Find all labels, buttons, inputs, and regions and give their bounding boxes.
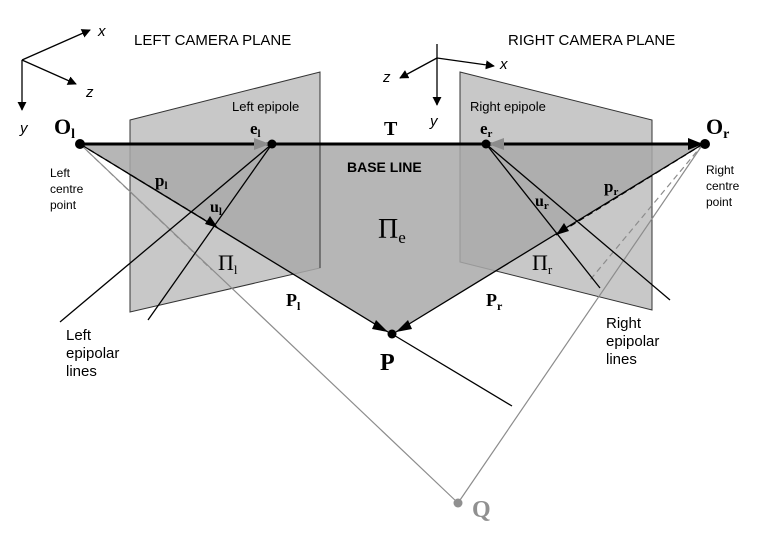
left-camera-plane-title: LEFT CAMERA PLANE [134,32,291,49]
label-or: Or [706,114,729,142]
left-epipole-gray-arrow [254,138,270,150]
label-ol: Ol [54,114,75,142]
label-right-centre-2: centre [706,179,740,193]
right-epipole-gray-arrow [488,138,504,150]
arrow-ur [556,223,569,235]
label-left-lines-1: Left [66,327,92,344]
label-Pl: Pl [286,290,301,313]
label-left-lines-3: lines [66,363,97,380]
right-epipolar-line-2 [485,143,671,301]
right-epipolar-line-1 [485,143,601,289]
label-ul: ul [210,199,222,218]
point-ol [75,139,85,149]
epipolar-plane [80,144,703,334]
left-axis-y: y [19,120,29,137]
point-p [387,329,397,339]
label-pi-e: Πe [378,214,406,247]
baseline-arrowhead [688,138,703,150]
label-pr: pr [604,177,618,198]
left-epipolar-line-1 [59,143,273,323]
left-dashed-ray [79,143,219,229]
point-el [267,139,277,149]
point-er [481,139,491,149]
label-left-centre-3: point [50,198,77,212]
label-right-lines-3: lines [606,351,637,368]
label-right-centre-1: Right [706,163,735,177]
label-el: el [250,119,261,140]
ray-or-to-p [395,143,704,333]
arrow-pr [396,320,412,332]
label-right-lines-2: epipolar [606,333,659,350]
label-left-centre-1: Left [50,166,71,180]
label-p: P [380,350,395,376]
point-q [453,498,463,508]
left-axis-z: z [85,84,94,101]
ray-or-to-q [457,143,704,504]
label-pi-l: Πl [218,250,238,277]
right-axes [399,44,495,106]
label-right-epipole: Right epipole [470,99,546,114]
right-camera-plane-title: RIGHT CAMERA PLANE [508,32,675,49]
label-ur: ur [535,193,549,212]
ray-ol-to-q [79,143,459,504]
label-t: T [384,118,398,140]
gray-dashed-left [79,143,213,271]
left-axis-x: x [97,23,106,40]
point-or [700,139,710,149]
left-epipolar-line-2 [147,143,273,321]
label-q: Q [472,497,491,523]
arrow-pl [372,320,388,332]
line-p-extension [391,333,513,407]
right-dashed-ray [555,143,704,236]
label-left-centre-2: centre [50,182,84,196]
right-axis-y: y [429,113,439,130]
right-axis-z: z [382,69,391,86]
left-axes [17,29,91,111]
label-right-centre-3: point [706,195,733,209]
label-left-epipole: Left epipole [232,99,299,114]
label-Pr: Pr [486,290,503,313]
baseline-title: BASE LINE [347,159,422,175]
label-pi-r: Πr [532,250,553,277]
right-axis-x: x [499,56,508,73]
label-pl: pl [155,171,168,192]
label-right-lines-1: Right [606,315,642,332]
label-er: er [480,119,493,140]
label-left-lines-2: epipolar [66,345,119,362]
